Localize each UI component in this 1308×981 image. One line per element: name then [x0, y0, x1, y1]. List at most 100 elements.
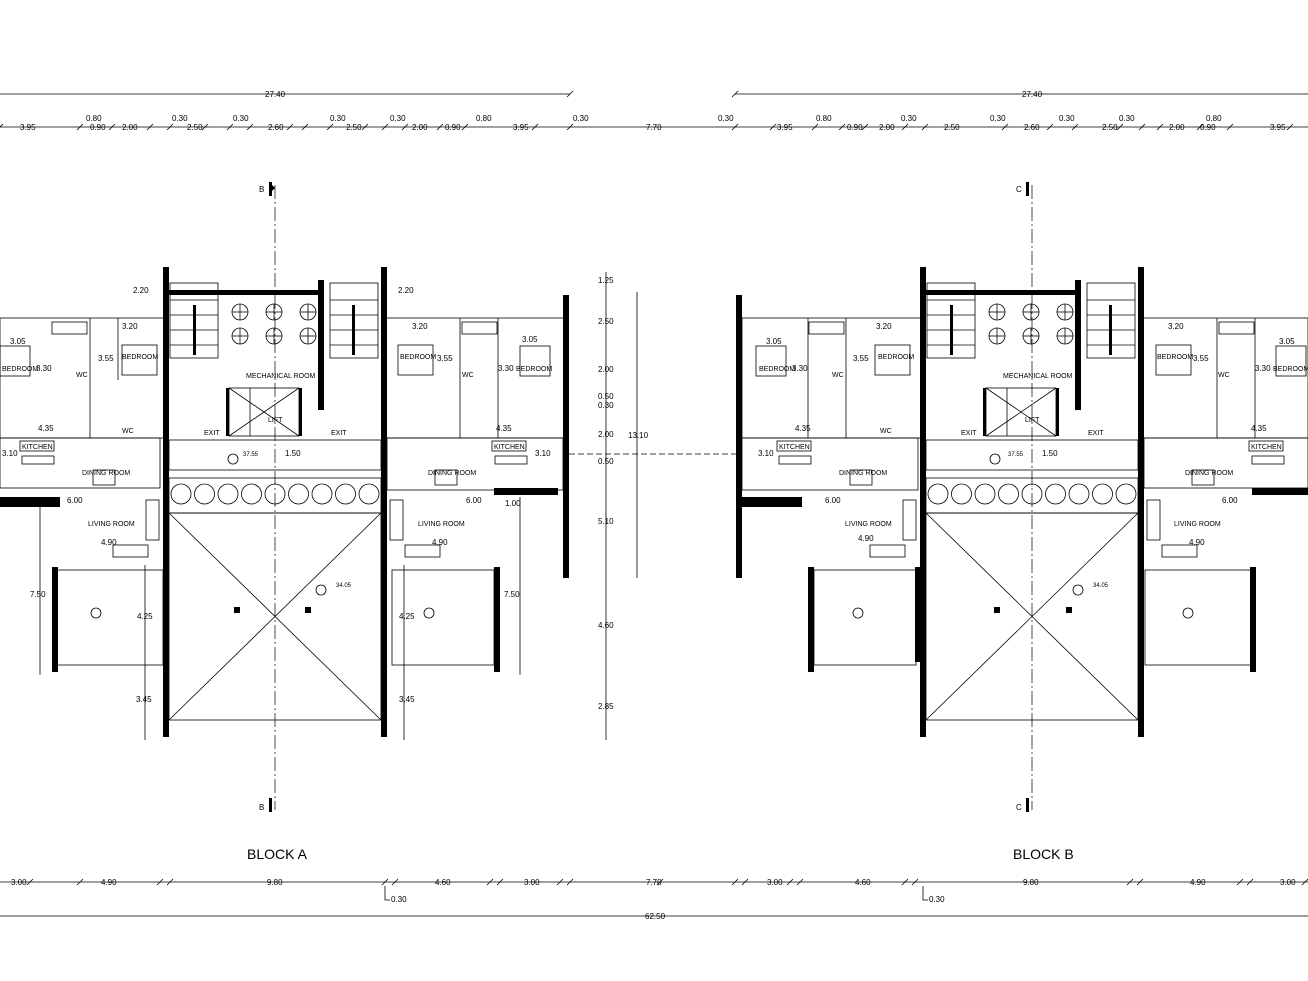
block-b-plan: C C — [736, 182, 1308, 862]
vdim-total: 13.10 — [628, 431, 649, 440]
dim-100-b: 1.00 — [505, 499, 521, 508]
tree-icon — [951, 483, 972, 505]
living-label-right: LIVING ROOM — [418, 521, 465, 528]
mechanical-equipment-b — [988, 303, 1074, 345]
vdim-8: 5.10 — [598, 517, 614, 526]
dim-a-s3: 0.30 — [233, 114, 249, 123]
bdim-b-3: 9.80 — [1023, 878, 1039, 887]
dim-345-b: 3.45 — [399, 695, 415, 704]
wc-label-1: WC — [76, 372, 88, 379]
center-vertical-dimensions: 1.25 2.50 2.00 0.50 0.30 2.00 0.50 5.10 … — [569, 272, 736, 740]
dim-a-s4: 0.30 — [330, 114, 346, 123]
dim-b-1: 3.95 — [777, 123, 793, 132]
bdim-a-5: 3.00 — [524, 878, 540, 887]
bedroom-label-3: BEDROOM — [400, 354, 436, 361]
block-b-title: BLOCK B — [1013, 846, 1074, 862]
vdim-4: 0.50 — [598, 392, 614, 401]
tree-icon — [1021, 483, 1043, 505]
section-marker-bottom-b: C — [1016, 803, 1022, 812]
wc-label-b2: WC — [880, 428, 892, 435]
dim-a-8: 0.90 — [445, 123, 461, 132]
tree-icon — [927, 483, 949, 505]
tree-icon — [288, 483, 309, 505]
block-a-plan: B B — [0, 182, 569, 862]
block-a-title: BLOCK A — [247, 846, 308, 862]
dim-a-s6: 0.80 — [476, 114, 492, 123]
dim-b-7: 2.00 — [1169, 123, 1185, 132]
dim-330-b1: 3.30 — [792, 364, 808, 373]
block-b-overall-width: 27.40 — [1022, 90, 1043, 99]
living-label-left: LIVING ROOM — [88, 521, 135, 528]
exit-label-left: EXIT — [204, 430, 220, 437]
dim-600-a: 6.00 — [67, 496, 83, 505]
overall-length: 62.50 — [645, 912, 666, 921]
dim-b-3: 2.00 — [879, 123, 895, 132]
tree-icon — [1115, 483, 1137, 505]
bdim-a-1: 3.00 — [11, 878, 27, 887]
furniture-block-a — [21, 321, 528, 558]
dim-b-4: 2.50 — [944, 123, 960, 132]
dim-750-b: 7.50 — [504, 590, 520, 599]
dim-305-b1: 3.05 — [766, 337, 782, 346]
furniture-block-b — [778, 321, 1285, 558]
dim-a-6: 2.50 — [346, 123, 362, 132]
bedroom-label-1: BEDROOM — [122, 354, 158, 361]
bdim-gap: 7.70 — [646, 878, 662, 887]
wc-label-3: WC — [462, 372, 474, 379]
dim-b-2: 0.90 — [847, 123, 863, 132]
dim-345-a: 3.45 — [136, 695, 152, 704]
living-label-right-b: LIVING ROOM — [1174, 521, 1221, 528]
dim-305-b: 3.05 — [522, 335, 538, 344]
level-mark-center-b: 34.05 — [1093, 583, 1109, 589]
tree-icon — [335, 483, 356, 505]
dim-a-1: 3.95 — [20, 123, 36, 132]
vdim-1: 1.25 — [598, 276, 614, 285]
bedroom-label-b4: BEDROOM — [1273, 366, 1308, 373]
dim-a-9: 3.95 — [513, 123, 529, 132]
dim-a-s5: 0.30 — [390, 114, 406, 123]
dim-330-b2: 3.30 — [1255, 364, 1271, 373]
dining-label-right-b: DINING ROOM — [1185, 470, 1233, 477]
dim-b-s3: 0.30 — [990, 114, 1006, 123]
dim-600-b: 6.00 — [466, 496, 482, 505]
dim-b-8: 0.90 — [1200, 123, 1216, 132]
tree-icon — [1045, 483, 1066, 505]
level-mark-upper-b: 37.55 — [1008, 452, 1024, 458]
dim-b-s4: 0.30 — [1059, 114, 1075, 123]
dim-435-b1: 4.35 — [795, 424, 811, 433]
dim-a-5: 2.60 — [268, 123, 284, 132]
planter-trees — [170, 483, 380, 505]
vdim-7: 0.50 — [598, 457, 614, 466]
bdim-b-small: 0.30 — [929, 895, 945, 904]
bdim-b-5: 3.00 — [1280, 878, 1296, 887]
gap-dimension-top: 7.70 — [646, 123, 662, 132]
dim-a-s2: 0.30 — [172, 114, 188, 123]
dim-490-b2: 4.90 — [1189, 538, 1205, 547]
dim-b-s6: 0.80 — [1206, 114, 1222, 123]
bedroom-label-b1: BEDROOM — [759, 366, 795, 373]
dim-a-3: 2.00 — [122, 123, 138, 132]
vdim-2: 2.50 — [598, 317, 614, 326]
bdim-b-1: 3.00 — [767, 878, 783, 887]
stair-right — [329, 282, 379, 359]
living-label-left-b: LIVING ROOM — [845, 521, 892, 528]
dim-b-9: 3.95 — [1270, 123, 1286, 132]
bdim-a-2: 4.90 — [101, 878, 117, 887]
top-dimension-lines: 27.40 27.40 7.70 3.95 0.90 2.00 2.50 2.6… — [0, 90, 1308, 132]
dim-a-s7: 0.30 — [573, 114, 589, 123]
bdim-a-small: 0.30 — [391, 895, 407, 904]
exit-label-right-b: EXIT — [1088, 430, 1104, 437]
kitchen-label-right-b: KITCHEN — [1251, 444, 1282, 451]
dim-425-b: 4.25 — [399, 612, 415, 621]
dim-600-b1: 6.00 — [825, 496, 841, 505]
wc-label-2: WC — [122, 428, 134, 435]
mechanical-equipment — [231, 303, 317, 345]
dim-490-a: 4.90 — [101, 538, 117, 547]
dim-b-6: 2.50 — [1102, 123, 1118, 132]
dim-100-a: 1.00 — [30, 499, 46, 508]
kitchen-label-right: KITCHEN — [494, 444, 525, 451]
dim-320-a: 3.20 — [122, 322, 138, 331]
dim-330-b: 3.30 — [498, 364, 514, 373]
lift-label-b: LIFT — [1025, 417, 1040, 424]
tree-icon — [1092, 483, 1113, 505]
